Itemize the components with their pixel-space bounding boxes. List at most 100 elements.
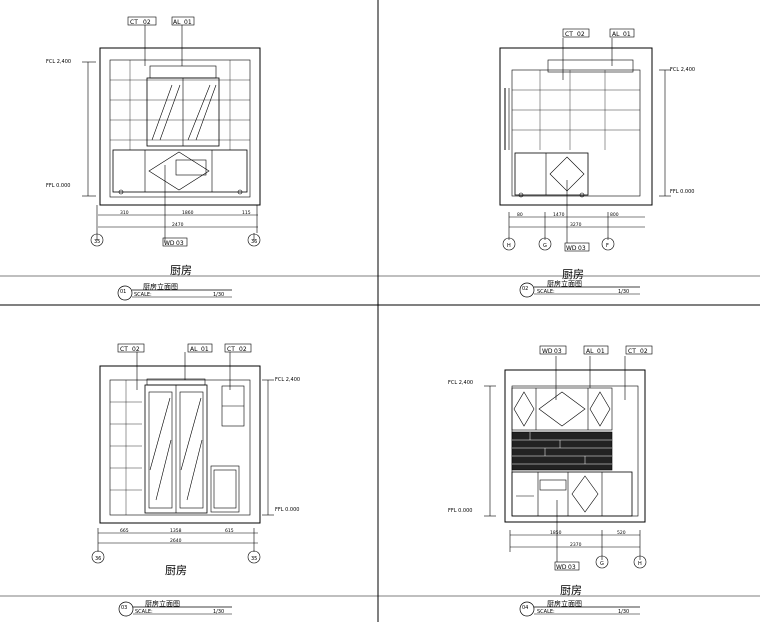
svg-text:1358: 1358 [170, 528, 182, 534]
level-bottom-label: FFL 0.000 [448, 508, 472, 514]
grid-bubble [502, 237, 516, 251]
room-label: 厨房 [560, 584, 582, 597]
svg-text:80: 80 [517, 212, 523, 218]
scale-label: SCALE: [134, 292, 152, 298]
material-tag-code: WD [556, 564, 567, 571]
scale-value: 1/30 [618, 289, 629, 295]
material-tag-num: 03 [554, 348, 562, 355]
grid-bubble [633, 555, 647, 569]
grid-bubble [247, 550, 261, 564]
svg-text:115: 115 [242, 210, 251, 216]
grid-bubble [595, 555, 609, 569]
elevation-panel-2 [499, 38, 671, 251]
material-tag-code: AL [586, 348, 594, 355]
bubble-number: 04 [522, 605, 528, 611]
grid-bubble [91, 550, 105, 564]
drawing-title: 厨房立面图 [547, 599, 582, 608]
base-cabinet [514, 152, 589, 196]
svg-text:1860: 1860 [182, 210, 194, 216]
material-tag-num: 02 [640, 348, 648, 355]
material-tag-num: 02 [577, 31, 585, 38]
svg-text:665: 665 [120, 528, 129, 534]
svg-text:520: 520 [617, 530, 626, 536]
scale-label: SCALE: [135, 609, 153, 615]
level-top-label: FCL 2,400 [670, 67, 695, 73]
svg-text:800: 800 [610, 212, 619, 218]
scale-value: 1/30 [213, 609, 224, 615]
grid-bubble [247, 233, 261, 247]
material-tag-num: 03 [176, 240, 184, 247]
material-tag-num: 02 [132, 346, 140, 353]
level-bottom-label: FFL 0.000 [670, 189, 694, 195]
level-bottom-label: FFL 0.000 [275, 507, 299, 513]
grid-bubble [601, 237, 615, 251]
svg-text:3270: 3270 [570, 222, 582, 228]
grid-label: F [606, 243, 609, 249]
material-tag-code: AL [612, 31, 620, 38]
drawing-title: 厨房立面图 [547, 279, 582, 288]
scale-label: SCALE: [537, 289, 555, 295]
material-tag-num: 01 [623, 31, 631, 38]
level-bottom-label: FFL 0.000 [46, 183, 70, 189]
elevation-panel-4 [484, 356, 647, 569]
material-tag-code: WD [566, 245, 577, 252]
grid-label: H [638, 561, 642, 567]
wall-outline [99, 47, 261, 206]
grid-label: G [543, 243, 547, 249]
material-tag-code: CT [227, 346, 235, 353]
grid-label: 36 [251, 239, 257, 245]
tile-backsplash [511, 431, 613, 471]
material-tag-code: CT [628, 348, 636, 355]
level-top-label: FCL 2,400 [275, 377, 300, 383]
elevation-panel-3 [91, 352, 274, 564]
material-tag-num: 01 [201, 346, 209, 353]
material-tag-code: WD [164, 240, 175, 247]
grid-label: H [507, 243, 511, 249]
wall-outline [99, 365, 261, 524]
svg-text:1850: 1850 [550, 530, 562, 536]
material-tag-num: 01 [184, 19, 192, 26]
scale-label: SCALE: [537, 609, 555, 615]
material-tag-num: 03 [578, 245, 586, 252]
wall-outline [504, 369, 646, 523]
material-tag-code: CT [130, 19, 138, 26]
grid-label: 36 [95, 556, 101, 562]
panel-4-labels: WD 03 AL 01 CT 02 WD 03 FCL 2,400 FFL 0.… [448, 345, 653, 617]
grid-bubble [538, 237, 552, 251]
dimension-labels: 310 1860 115 2470 80 1470 800 3270 665 1… [120, 210, 626, 548]
material-tag-code: AL [190, 346, 198, 353]
svg-text:310: 310 [120, 210, 129, 216]
drawing-title: 厨房立面图 [143, 282, 178, 291]
svg-text:2470: 2470 [172, 222, 184, 228]
wall-cabinet [511, 387, 613, 431]
drawing-title: 厨房立面图 [145, 599, 180, 608]
scale-value: 1/30 [618, 609, 629, 615]
material-tag-code: CT [565, 31, 573, 38]
room-label: 厨房 [562, 268, 584, 281]
material-tag-code: WD [542, 348, 553, 355]
grid-label: 35 [251, 556, 257, 562]
room-label: 厨房 [165, 564, 187, 577]
scale-value: 1/30 [213, 292, 224, 298]
base-cabinet [511, 471, 633, 517]
level-top-label: FCL 2,400 [46, 59, 71, 65]
base-cabinet [112, 149, 248, 193]
grid-bubble [90, 233, 104, 247]
bubble-number: 03 [121, 605, 127, 611]
material-tag-num: 02 [239, 346, 247, 353]
room-label: 厨房 [170, 264, 192, 277]
base-cabinet [210, 465, 240, 513]
svg-text:615: 615 [225, 528, 234, 534]
svg-text:1470: 1470 [553, 212, 565, 218]
elevation-panel-1 [82, 25, 261, 247]
panel-3-labels: CT 02 AL 01 CT 02 FCL 2,400 FFL 0.000 36… [95, 343, 300, 617]
material-tag-num: 03 [568, 564, 576, 571]
grid-label: G [600, 561, 604, 567]
wall-outline [499, 47, 653, 206]
material-tag-code: CT [120, 346, 128, 353]
tile-grid [110, 60, 250, 150]
material-tag-num: 02 [143, 19, 151, 26]
bubble-number: 01 [120, 289, 126, 295]
material-tag-code: AL [173, 19, 181, 26]
panel-2-labels: CT 02 AL 01 WD 03 FCL 2,400 FFL 0.000 H … [507, 28, 695, 298]
